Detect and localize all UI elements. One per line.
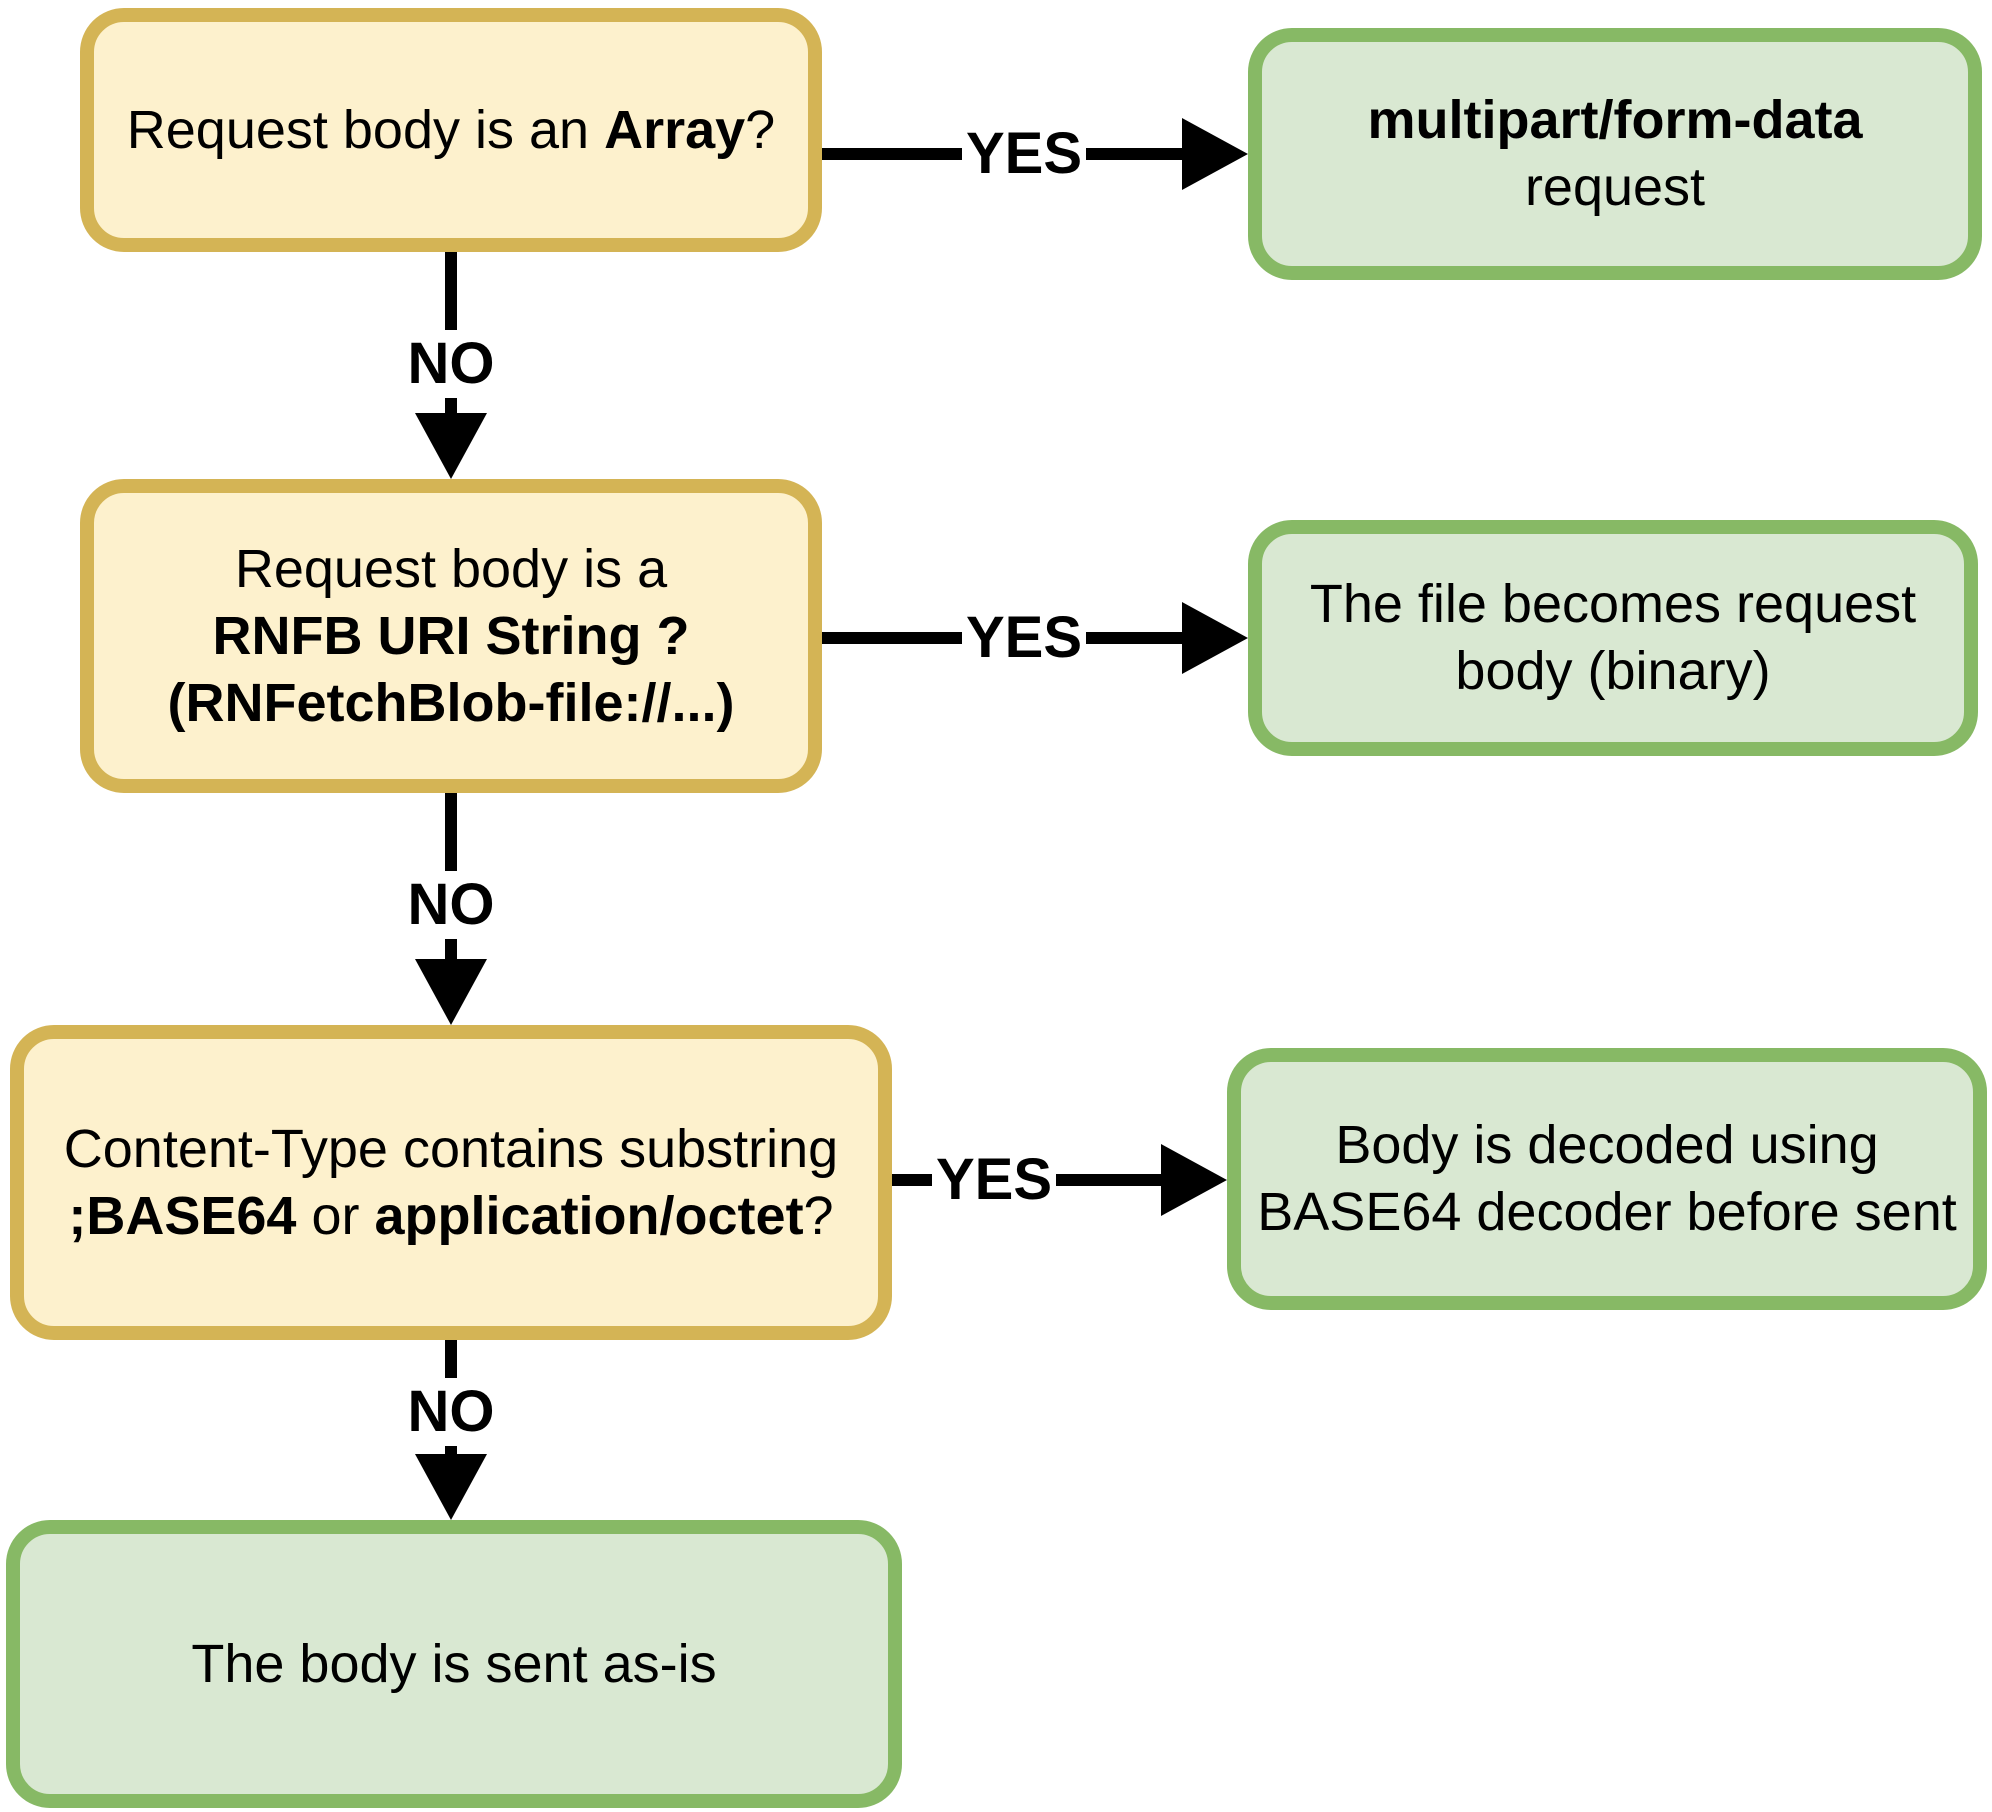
text-segment: The file becomes request <box>1309 574 1917 634</box>
text-segment: body (binary) <box>1455 641 1771 701</box>
arrow-right-icon <box>1182 602 1248 674</box>
question-text: Request body is an Array? <box>127 97 775 164</box>
result-box-file-becomes-body: The file becomes request body (binary) <box>1248 520 1978 756</box>
no-connector-3: NO <box>396 1340 506 1520</box>
result-text: body (binary) <box>1455 638 1770 705</box>
connector-line <box>822 632 962 644</box>
connector-line <box>445 1340 457 1378</box>
text-segment-bold: (RNFetchBlob-file://...) <box>167 672 735 733</box>
text-segment: Request body is an <box>126 99 605 160</box>
connector-line <box>1086 148 1182 160</box>
text-segment: ? <box>745 99 776 160</box>
text-segment: request <box>1524 157 1706 217</box>
question-text: Content-Type contains substring <box>64 1116 838 1183</box>
result-text: The file becomes request <box>1310 571 1916 638</box>
result-box-body-sent-as-is: The body is sent as-is <box>6 1520 902 1808</box>
text-segment: ? <box>803 1185 834 1246</box>
connector-line <box>445 939 457 959</box>
no-label: NO <box>407 331 495 396</box>
arrow-down-icon <box>415 1454 487 1520</box>
no-label: NO <box>407 872 495 937</box>
result-box-multipart-form-data: multipart/form-data request <box>1248 28 1982 280</box>
connector-line <box>1056 1174 1161 1186</box>
connector-line <box>445 793 457 871</box>
result-box-base64-decoded: Body is decoded using BASE64 decoder bef… <box>1227 1048 1987 1310</box>
text-segment: BASE64 decoder before sent <box>1257 1182 1957 1242</box>
arrow-down-icon <box>415 959 487 1025</box>
question-box-request-body-array: Request body is an Array? <box>80 8 822 252</box>
text-segment-bold: application/octet <box>374 1185 804 1246</box>
yes-connector-3: YES <box>892 1130 1227 1230</box>
yes-label: YES <box>936 1147 1053 1212</box>
text-segment: Request body is a <box>234 538 668 599</box>
connector-line <box>445 398 457 413</box>
result-text: The body is sent as-is <box>191 1631 716 1698</box>
connector-line <box>822 148 962 160</box>
text-segment-bold: multipart/form-data <box>1367 90 1863 150</box>
text-segment: The body is sent as-is <box>191 1633 717 1694</box>
text-segment: Content-Type contains substring <box>63 1118 839 1179</box>
question-box-content-type-base64: Content-Type contains substring ;BASE64 … <box>10 1025 892 1340</box>
result-text: request <box>1525 154 1705 221</box>
question-text: (RNFetchBlob-file://...) <box>168 670 735 737</box>
text-segment-bold: Array <box>604 99 746 160</box>
text-segment: or <box>296 1185 375 1246</box>
question-text: RNFB URI String ? <box>213 603 690 670</box>
connector-line <box>892 1174 932 1186</box>
connector-line <box>1086 632 1182 644</box>
text-segment-bold: ;BASE64 <box>68 1185 297 1246</box>
question-box-rnfb-uri-string: Request body is a RNFB URI String ? (RNF… <box>80 479 822 793</box>
result-text: BASE64 decoder before sent <box>1257 1179 1956 1246</box>
no-label: NO <box>407 1379 495 1444</box>
yes-connector-1: YES <box>822 104 1248 204</box>
yes-label: YES <box>966 121 1083 186</box>
question-text: ;BASE64 or application/octet? <box>68 1183 833 1250</box>
arrow-right-icon <box>1161 1144 1227 1216</box>
text-segment: Body is decoded using <box>1335 1115 1879 1175</box>
text-segment-bold: RNFB URI String ? <box>212 605 690 666</box>
connector-line <box>445 1446 457 1454</box>
yes-connector-2: YES <box>822 588 1248 688</box>
arrow-right-icon <box>1182 118 1248 190</box>
no-connector-2: NO <box>396 793 506 1025</box>
connector-line <box>445 252 457 330</box>
no-connector-1: NO <box>396 252 506 479</box>
arrow-down-icon <box>415 413 487 479</box>
result-text: multipart/form-data <box>1367 87 1862 154</box>
question-text: Request body is a <box>235 536 667 603</box>
yes-label: YES <box>966 605 1083 670</box>
result-text: Body is decoded using <box>1335 1112 1878 1179</box>
